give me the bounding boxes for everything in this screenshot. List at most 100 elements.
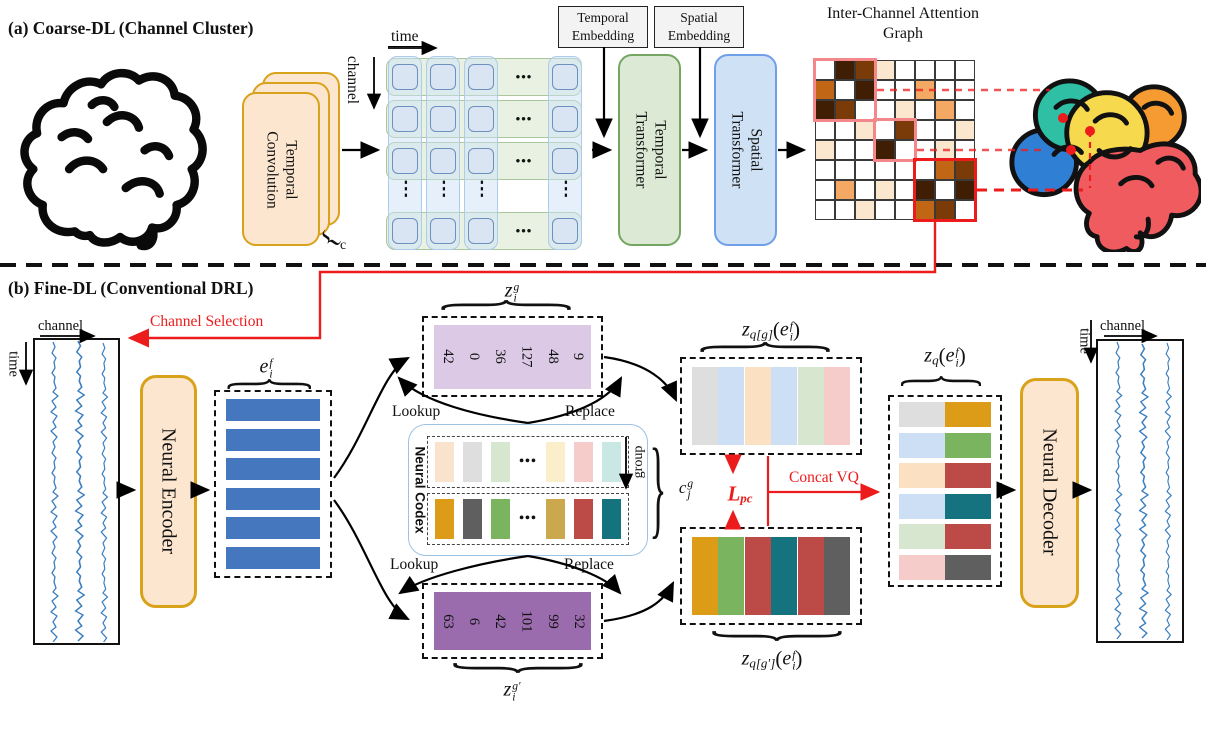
zqgp-vq-bars xyxy=(682,529,860,623)
attention-cell xyxy=(955,140,975,160)
codex-entry xyxy=(435,499,454,539)
vq-bar xyxy=(718,367,745,445)
conv-count-label: c xyxy=(340,238,347,253)
arrow-zgp-to-zqgp xyxy=(603,581,674,623)
attention-cell xyxy=(955,120,975,140)
zqg-vq-bars xyxy=(682,359,860,453)
vq-concat-row xyxy=(899,524,991,550)
attention-cell xyxy=(915,180,935,200)
output-eeg-waveforms xyxy=(1114,341,1172,641)
attention-cell xyxy=(875,120,895,140)
vq-bar xyxy=(692,537,718,615)
zq-box xyxy=(888,395,1002,587)
neural-encoder-label: Neural Encoder xyxy=(157,427,180,555)
attention-cell xyxy=(955,100,975,120)
codex-entry xyxy=(602,442,621,482)
codex-entry xyxy=(491,499,511,539)
attention-cell xyxy=(815,120,835,140)
grid-row-dots: ••• xyxy=(515,111,533,126)
grid-col-dots: ⋮ xyxy=(436,179,452,200)
index-value: 127 xyxy=(518,345,535,368)
attention-cell xyxy=(835,200,855,220)
codex-entry xyxy=(602,499,621,539)
index-bar: 0 xyxy=(460,324,487,389)
temporal-transformer-label: Temporal Transformer xyxy=(632,111,669,189)
attention-cell xyxy=(875,180,895,200)
codex-entry xyxy=(545,499,565,539)
attention-cell xyxy=(935,80,955,100)
index-value: 42 xyxy=(491,613,508,629)
attention-cell xyxy=(835,80,855,100)
output-eeg-panel xyxy=(1096,339,1184,643)
index-value: 99 xyxy=(544,613,561,629)
attention-cell xyxy=(895,60,915,80)
vq-bar xyxy=(797,367,824,445)
index-value: 101 xyxy=(518,610,535,632)
neural-codex-container: ••• ••• xyxy=(408,424,648,556)
replace-top-label: Replace xyxy=(565,403,615,420)
codex-entry xyxy=(573,442,593,482)
grid-cell xyxy=(392,106,418,132)
index-bar: 36 xyxy=(486,324,513,389)
grid-cell xyxy=(392,64,418,90)
grid-cell xyxy=(552,148,578,174)
input-channel-axis-label: channel xyxy=(38,318,84,334)
attention-cell xyxy=(955,60,975,80)
attention-cell xyxy=(935,140,955,160)
attention-cell xyxy=(935,60,955,80)
ef-box xyxy=(214,390,332,578)
zq-concat-rows xyxy=(890,397,1000,585)
attention-cell xyxy=(815,60,835,80)
attention-cell xyxy=(855,120,875,140)
attention-cell xyxy=(935,200,955,220)
vq-row-right xyxy=(945,524,991,550)
vq-row-right xyxy=(945,554,991,580)
attention-cell xyxy=(835,180,855,200)
zqgp-box xyxy=(680,527,862,625)
attention-cell xyxy=(875,200,895,220)
group-label: group xyxy=(631,445,646,479)
index-bar: 48 xyxy=(538,324,565,389)
attention-cell xyxy=(875,160,895,180)
ef-bar xyxy=(226,458,320,481)
attention-cell xyxy=(815,160,835,180)
attention-cell xyxy=(915,140,935,160)
attention-cell xyxy=(855,80,875,100)
attention-cell xyxy=(815,80,835,100)
grid-cell xyxy=(468,148,494,174)
attention-cell xyxy=(895,180,915,200)
ef-bar xyxy=(226,546,320,569)
attention-graph-title: Inter-Channel Attention Graph xyxy=(826,5,980,42)
vq-bar xyxy=(771,367,798,445)
attention-cell xyxy=(935,100,955,120)
grid-cell xyxy=(392,218,418,244)
attention-cell xyxy=(915,200,935,220)
grid-cell xyxy=(430,218,456,244)
grid-cell xyxy=(468,64,494,90)
attention-cell xyxy=(815,180,835,200)
vq-bar xyxy=(797,537,824,615)
ef-bars xyxy=(216,392,330,576)
zq-brace: { xyxy=(892,373,1000,389)
attention-cell xyxy=(895,140,915,160)
codex-group-light: ••• xyxy=(427,436,629,488)
lookup-top-label: Lookup xyxy=(392,403,441,420)
vq-row-left xyxy=(899,402,945,428)
attention-cell xyxy=(935,120,955,140)
vq-row-left xyxy=(899,524,945,550)
vq-row-right xyxy=(945,463,991,489)
grid-cell xyxy=(468,106,494,132)
section-a-title: (a) Coarse-DL (Channel Cluster) xyxy=(8,18,254,38)
spatial-transformer-label: Spatial Transformer xyxy=(728,111,765,189)
brain-regions-icon xyxy=(1009,78,1201,252)
codex-dots: ••• xyxy=(519,454,537,469)
channel-selection-label: Channel Selection xyxy=(150,313,264,330)
attention-cell xyxy=(915,100,935,120)
